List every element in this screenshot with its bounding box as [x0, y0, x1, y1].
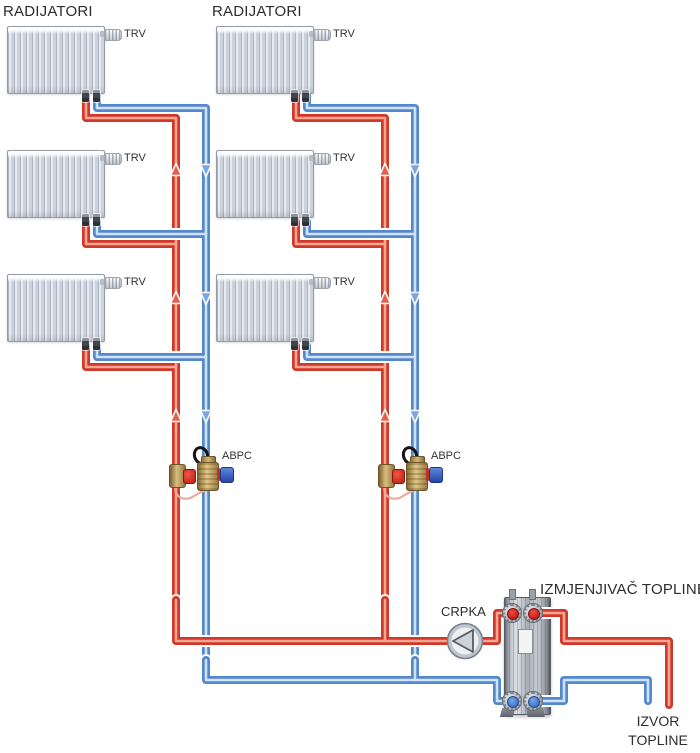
hx-port-return-in [502, 691, 522, 711]
flow-arrow-up [169, 290, 183, 305]
return-manifold-and-primary [200, 654, 654, 707]
hx-port-primary-cold-out [523, 691, 543, 711]
trv-label: TRV [333, 276, 355, 288]
radiator: TRV [216, 26, 366, 106]
abpc-label: ABPC [222, 450, 252, 462]
trv-label: TRV [333, 152, 355, 164]
abpc-blue-cap [429, 467, 443, 483]
trv-valve-icon [104, 29, 122, 41]
trv-label: TRV [124, 276, 146, 288]
column1-title: RADIJATORI [3, 3, 93, 20]
radiator-valve-fitting [93, 214, 100, 226]
radiator-valve-fitting [93, 338, 100, 350]
radiator-valve-fitting [291, 338, 298, 350]
radiator-valve-fitting [302, 214, 309, 226]
trv-connector [309, 155, 314, 161]
return-pipes-secondary [91, 90, 421, 678]
abpc-controller-valve [197, 462, 219, 491]
radiator-panel [7, 26, 105, 94]
heat-exchanger-label-sticker [518, 629, 533, 654]
abpc-valve-assembly [160, 443, 250, 506]
flow-arrow-down [408, 291, 422, 306]
trv-valve-icon [313, 153, 331, 165]
abpc-blue-cap [220, 467, 234, 483]
column2-title: RADIJATORI [212, 3, 302, 20]
abpc-red-cap [392, 469, 405, 484]
radiator-valve-fitting [302, 338, 309, 350]
radiator-panel [7, 274, 105, 342]
pump-label: CRPKA [441, 604, 486, 619]
radiator-valve-fitting [291, 90, 298, 102]
radiator-panel [7, 150, 105, 218]
flow-arrow-down [199, 163, 213, 178]
trv-label: TRV [124, 28, 146, 40]
flow-arrow-up [378, 162, 392, 177]
flow-arrow-up [378, 408, 392, 423]
supply-primary [524, 607, 675, 711]
radiator-valve-fitting [82, 338, 89, 350]
radiator-valve-fitting [82, 90, 89, 102]
hx-port-primary-hot-in [523, 603, 543, 623]
flow-arrow-up [378, 290, 392, 305]
radiator-valve-fitting [302, 90, 309, 102]
radiator-panel [216, 274, 314, 342]
radiator-valve-fitting [82, 214, 89, 226]
heat-source-label: IZVOR TOPLINE [611, 712, 700, 750]
capillary-tube [174, 482, 209, 500]
flow-arrow-down [408, 409, 422, 424]
flow-arrow-down [408, 163, 422, 178]
trv-connector [100, 279, 105, 285]
trv-connector [309, 279, 314, 285]
radiator: TRV [7, 26, 157, 106]
flow-arrow-up [169, 408, 183, 423]
radiator-panel [216, 26, 314, 94]
abpc-red-cap [183, 469, 196, 484]
trv-connector [100, 31, 105, 37]
abpc-label: ABPC [431, 450, 461, 462]
hx-port-supply-out [502, 603, 522, 623]
heat-exchanger-top-bolt [529, 589, 536, 600]
radiator: TRV [216, 150, 366, 230]
radiator-valve-fitting [93, 90, 100, 102]
abpc-red-ring [426, 468, 429, 481]
trv-valve-icon [313, 277, 331, 289]
trv-valve-icon [313, 29, 331, 41]
capillary-tube [383, 482, 418, 500]
heat-exchanger-label: IZMJENJIVAČ TOPLINE [540, 581, 700, 598]
radiator: TRV [216, 274, 366, 354]
supply-pipes-secondary [80, 88, 391, 647]
trv-connector [309, 31, 314, 37]
radiator-valve-fitting [291, 214, 298, 226]
flow-arrow-up [169, 162, 183, 177]
abpc-valve-assembly [369, 443, 459, 506]
trv-valve-icon [104, 277, 122, 289]
abpc-red-ring [217, 468, 220, 481]
trv-connector [100, 155, 105, 161]
heat-source-line2: TOPLINE [628, 732, 688, 748]
abpc-controller-valve [406, 462, 428, 491]
radiator: TRV [7, 274, 157, 354]
trv-label: TRV [333, 28, 355, 40]
flow-arrow-down [199, 291, 213, 306]
radiator: TRV [7, 150, 157, 230]
radiator-panel [216, 150, 314, 218]
heat-exchanger-top-bolt [509, 589, 516, 600]
trv-label: TRV [124, 152, 146, 164]
trv-valve-icon [104, 153, 122, 165]
circulation-pump-icon [442, 618, 488, 664]
flow-arrows [169, 162, 422, 424]
flow-arrow-down [199, 409, 213, 424]
heat-source-line1: IZVOR [636, 713, 680, 729]
